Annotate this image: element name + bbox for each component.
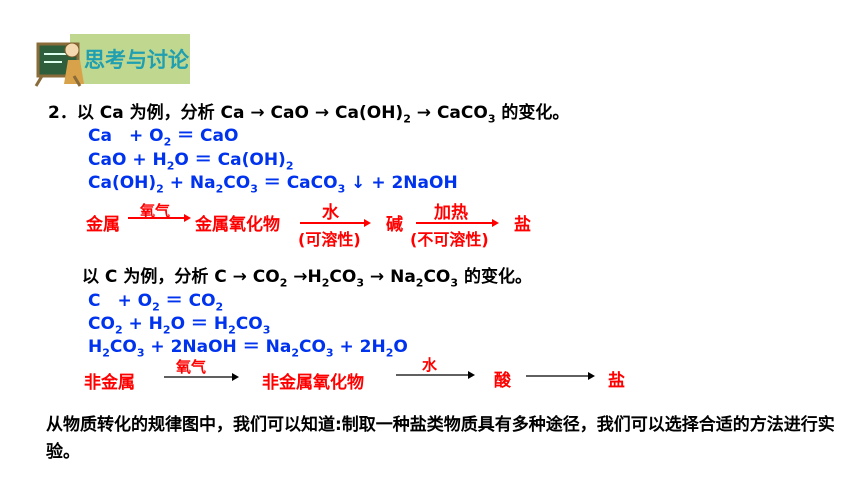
ca-equation-1: Ca + O2 ＝ CaO xyxy=(88,126,239,149)
ca-question: 2．以 Ca 为例，分析 Ca → CaO → Ca(OH)2 → CaCO3 … xyxy=(48,103,570,126)
nonmetal-chain-start: 非金属 xyxy=(84,373,135,393)
nonmetal-arrow1-label: 氧气 xyxy=(176,358,207,376)
ca-equation-3: Ca(OH)2 + Na2CO3 ＝ CaCO3 ↓ + 2NaOH xyxy=(88,173,458,196)
metal-arrow3-note: (不可溶性) xyxy=(410,230,489,249)
header-badge xyxy=(34,34,190,87)
metal-arrow3-label: 加热 xyxy=(434,203,468,223)
nonmetal-arrow-3 xyxy=(526,372,595,380)
c-equation-2: CO2 + H2O ＝ H2CO3 xyxy=(88,314,271,337)
metal-arrow-3 xyxy=(416,219,499,227)
teacher-blackboard-icon xyxy=(34,42,84,87)
metal-arrow-2 xyxy=(300,219,371,227)
metal-oxide: 金属氧化物 xyxy=(195,215,280,235)
summary-text: 从物质转化的规律图中，我们可以知道:制取一种盐类物质具有多种途径，我们可以选择合… xyxy=(46,415,835,462)
nonmetal-arrow-1 xyxy=(164,373,239,381)
c-equation-1: C + O2 ＝ CO2 xyxy=(88,291,224,314)
metal-arrow1-label: 氧气 xyxy=(140,202,171,220)
metal-arrow-1 xyxy=(128,214,191,222)
page-title: 思考与讨论 xyxy=(84,48,189,72)
metal-arrow2-note: (可溶性) xyxy=(298,230,361,249)
ca-equation-2: CaO + H2O ＝ Ca(OH)2 xyxy=(88,150,294,173)
nonmetal-arrow-2 xyxy=(396,371,475,379)
nonmetal-arrow2-label: 水 xyxy=(422,356,438,374)
base-node: 碱 xyxy=(386,215,403,235)
salt-node-1: 盐 xyxy=(514,215,531,235)
metal-arrow2-label: 水 xyxy=(322,203,339,223)
metal-chain-start: 金属 xyxy=(86,215,120,235)
c-question: 以 C 为例，分析 C → CO2 →H2CO3 → Na2CO3 的变化。 xyxy=(82,267,532,290)
salt-node-2: 盐 xyxy=(608,371,625,391)
acid-node: 酸 xyxy=(494,371,511,391)
nonmetal-oxide: 非金属氧化物 xyxy=(262,373,364,393)
c-equation-3: H2CO3 + 2NaOH ＝ Na2CO3 + 2H2O xyxy=(88,337,408,360)
